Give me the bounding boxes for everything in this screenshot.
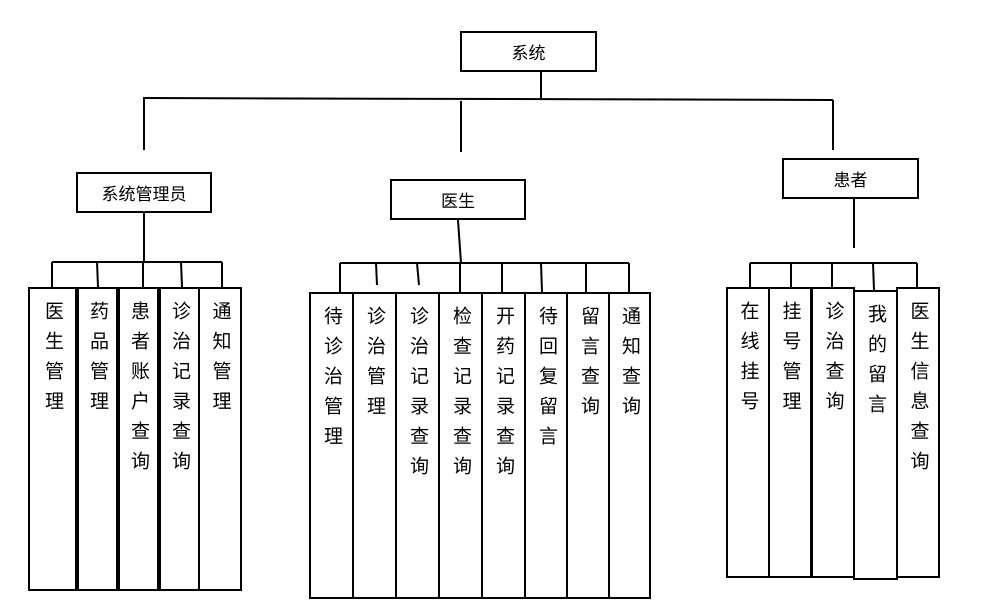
- root-node: 系统: [460, 31, 597, 72]
- leaf-doctor-4: 检查记录查询: [438, 292, 483, 599]
- leaf-patient-4: 我的留言: [853, 290, 898, 580]
- leaf-label: 留言查询: [578, 306, 600, 426]
- leaf-patient-5: 医生信息查询: [896, 287, 940, 578]
- leaf-label: 诊治管理: [364, 306, 386, 426]
- leaf-label: 诊治记录查询: [169, 301, 191, 481]
- leaf-doctor-8: 通知查询: [608, 292, 651, 599]
- root-label: 系统: [511, 44, 546, 64]
- leaf-label: 待诊治管理: [321, 306, 343, 456]
- leaf-label: 挂号管理: [779, 301, 802, 421]
- group-label-patient: 患者: [833, 171, 868, 191]
- group-label-admin: 系统管理员: [101, 185, 187, 205]
- leaf-label: 医生信息查询: [907, 301, 930, 481]
- leaf-doctor-7: 留言查询: [566, 292, 611, 599]
- leaf-label: 诊治记录查询: [407, 306, 429, 486]
- leaf-label: 通知查询: [619, 306, 641, 426]
- group-node-admin: 系统管理员: [76, 172, 212, 213]
- leaf-admin-4: 诊治记录查询: [159, 287, 200, 591]
- leaf-doctor-2: 诊治管理: [352, 292, 397, 599]
- leaf-patient-2: 挂号管理: [768, 287, 812, 578]
- leaf-label: 患者账户查询: [128, 301, 150, 481]
- leaf-patient-3: 诊治查询: [811, 287, 855, 578]
- leaf-label: 检查记录查询: [450, 306, 472, 486]
- leaf-admin-5: 通知管理: [198, 287, 242, 591]
- leaf-doctor-5: 开药记录查询: [481, 292, 526, 599]
- leaf-doctor-1: 待诊治管理: [309, 292, 354, 599]
- group-node-patient: 患者: [782, 158, 919, 199]
- leaf-label: 药品管理: [87, 301, 109, 421]
- group-label-doctor: 医生: [441, 192, 475, 212]
- leaf-label: 通知管理: [209, 301, 232, 421]
- leaf-admin-3: 患者账户查询: [118, 287, 159, 591]
- leaf-admin-1: 医生管理: [28, 287, 77, 591]
- leaf-label: 我的留言: [865, 304, 887, 424]
- leaf-label: 在线挂号: [737, 301, 760, 421]
- leaf-label: 开药记录查询: [493, 306, 515, 486]
- leaf-label: 医生管理: [42, 301, 64, 421]
- leaf-doctor-6: 待回复留言: [524, 292, 569, 599]
- group-node-doctor: 医生: [390, 179, 526, 220]
- leaf-label: 待回复留言: [536, 306, 558, 456]
- leaf-admin-2: 药品管理: [77, 287, 118, 591]
- leaf-doctor-3: 诊治记录查询: [395, 292, 440, 599]
- leaf-patient-1: 在线挂号: [726, 287, 770, 578]
- leaf-label: 诊治查询: [822, 301, 845, 421]
